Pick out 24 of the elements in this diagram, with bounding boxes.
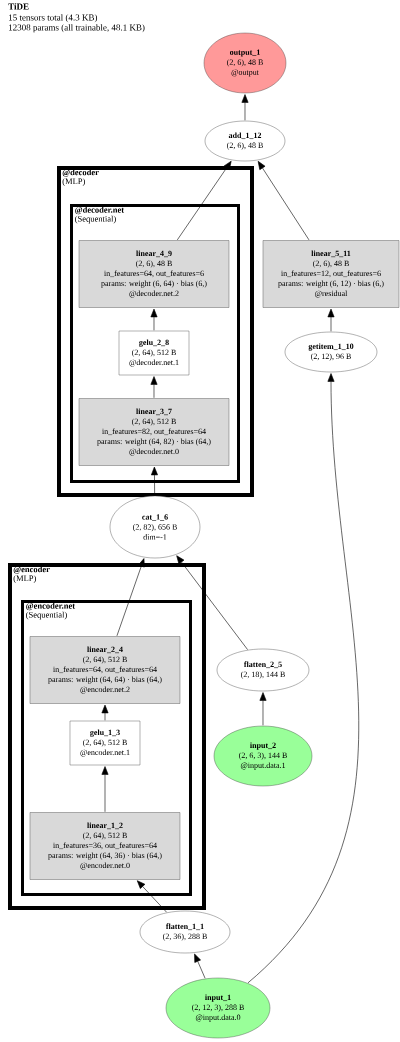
summary-text: 15 tensors total (4.3 KB) (9, 14, 98, 23)
module-box: gelu_1_3 (2, 64), 512 B @encoder.net.1 (69, 720, 141, 766)
arrow (101, 766, 109, 813)
arrow (116, 558, 145, 637)
arrow (327, 308, 335, 332)
module-box: linear_1_2 (2, 64), 512 B in_features=36, out_features=64 params: weight (64, 36) · bias (64,) @encoder.net.0 (29, 812, 181, 880)
arrow (101, 704, 109, 721)
module-box: linear_3_7 (2, 64), 512 B in_features=82, out_features=64 params: weight (64, 82) · bias (64,) @decoder.net.0 (78, 398, 230, 466)
arrow (257, 161, 310, 241)
diagram-title: TiDE (8, 3, 29, 10)
arrow (150, 376, 158, 399)
arrow (177, 160, 232, 241)
arrow (151, 466, 158, 496)
arrow (241, 94, 249, 121)
module-box: gelu_2_8 (2, 64), 512 B @decoder.net.1 (118, 330, 190, 376)
module-box: linear_2_4 (2, 64), 512 B in_features=64, out_features=64 params: weight (64, 64) · bias (64,) @encoder.net.2 (29, 636, 181, 704)
module-box: linear_5_11 (2, 6), 48 B in_features=12, out_features=6 params: weight (6, 12) · bias (6,) @residual (262, 240, 400, 308)
arrow (247, 373, 359, 984)
arrow (176, 555, 248, 650)
summary-text: 12308 params (all trainable, 48.1 KB) (9, 24, 145, 33)
arrow (259, 692, 267, 726)
arrow (150, 308, 158, 331)
arrow (194, 953, 206, 979)
module-box: linear_4_9 (2, 6), 48 B in_features=64, out_features=6 params: weight (6, 64) · bias (6,) @decoder.net.2 (78, 240, 230, 308)
